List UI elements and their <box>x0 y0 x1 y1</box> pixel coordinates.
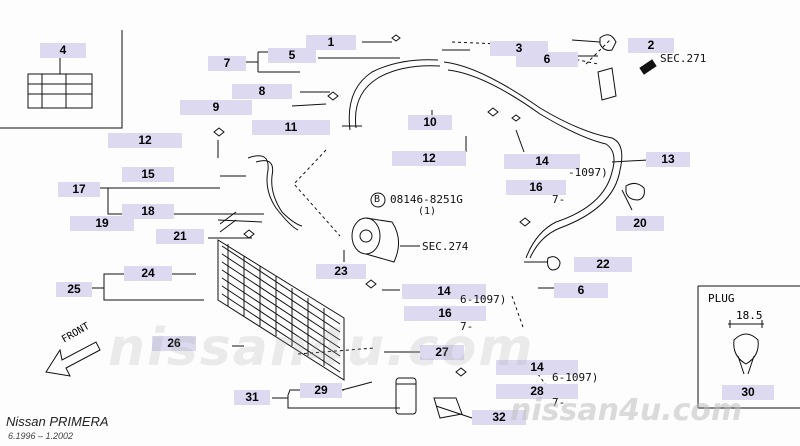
model-name: Nissan PRIMERA <box>6 414 109 429</box>
date-range-b-start: 7- <box>460 320 474 333</box>
callout-13[interactable]: 13 <box>646 152 690 167</box>
liquid-pipe <box>219 211 237 233</box>
front-arrow <box>45 341 101 377</box>
date-range-a-end: -1097) <box>568 166 608 179</box>
compressor <box>351 217 399 263</box>
callout-1[interactable]: 1 <box>306 35 356 50</box>
callout-10[interactable]: 10 <box>408 115 452 130</box>
plug-inset <box>697 285 800 409</box>
callout-28[interactable]: 28 <box>496 384 578 399</box>
condenser <box>217 239 345 381</box>
callout-4[interactable]: 4 <box>40 43 86 58</box>
callout-14-mid[interactable]: 14 <box>402 284 486 299</box>
pipe-assembly <box>443 61 623 259</box>
clip-part-22 <box>547 256 561 271</box>
sec271-arrow <box>639 59 657 75</box>
watermark-bottom-right: nissan4u.com <box>510 393 743 428</box>
sec271-ref: SEC.271 <box>660 52 707 65</box>
callout-18[interactable]: 18 <box>122 204 174 219</box>
date-range-b-end: 6-1097) <box>460 293 507 306</box>
plug-dimension: 18.5 <box>736 309 763 322</box>
callout-32[interactable]: 32 <box>472 410 526 425</box>
high-pressure-hose <box>247 155 303 231</box>
callout-9[interactable]: 9 <box>180 100 252 115</box>
callout-16-top[interactable]: 16 <box>506 180 566 195</box>
leader-lines <box>180 39 649 419</box>
callout-22[interactable]: 22 <box>574 257 632 272</box>
callout-21[interactable]: 21 <box>156 229 204 244</box>
callout-20[interactable]: 20 <box>616 216 664 231</box>
receiver-drier <box>395 377 417 415</box>
callout-26[interactable]: 26 <box>152 336 196 351</box>
callout-14-top[interactable]: 14 <box>504 154 580 169</box>
callout-2[interactable]: 2 <box>628 38 674 53</box>
callout-30[interactable]: 30 <box>722 385 774 400</box>
bolt-letter: B <box>374 194 381 205</box>
callout-29[interactable]: 29 <box>300 383 342 398</box>
plug-title: PLUG <box>708 292 735 305</box>
callout-15[interactable]: 15 <box>122 167 174 182</box>
bolt-quantity: (1) <box>418 206 437 217</box>
callout-27[interactable]: 27 <box>420 345 464 360</box>
bolt-symbol-circle <box>370 192 386 208</box>
label-plate <box>27 56 93 109</box>
callout-6-top[interactable]: 6 <box>516 52 578 67</box>
date-range-c-end: 6-1097) <box>552 371 599 384</box>
callout-14-bottom[interactable]: 14 <box>496 360 578 375</box>
callout-31[interactable]: 31 <box>234 390 270 405</box>
bolt-part-number: 08146-8251G <box>390 193 463 206</box>
drier-bracket <box>433 397 463 419</box>
callout-25[interactable]: 25 <box>56 282 92 297</box>
fasteners <box>213 34 531 377</box>
clip-part-2 <box>597 34 617 101</box>
watermark-center: nissan4u.com <box>108 318 535 378</box>
callout-5[interactable]: 5 <box>268 48 316 63</box>
callout-24[interactable]: 24 <box>124 266 172 281</box>
callout-7[interactable]: 7 <box>208 56 246 71</box>
callout-12-left[interactable]: 12 <box>108 133 182 148</box>
model-years: 6.1996 – 1.2002 <box>8 431 74 441</box>
callout-17[interactable]: 17 <box>58 182 100 197</box>
callout-8[interactable]: 8 <box>232 84 292 99</box>
callout-16-mid[interactable]: 16 <box>404 306 486 321</box>
callout-6-mid[interactable]: 6 <box>554 283 608 298</box>
inset-frame-line <box>0 30 123 129</box>
sec274-ref: SEC.274 <box>422 240 469 253</box>
callout-23[interactable]: 23 <box>316 264 366 279</box>
cap-part-20 <box>625 182 645 201</box>
callout-11[interactable]: 11 <box>252 120 330 135</box>
date-range-c-start: 7- <box>552 396 566 409</box>
callout-19[interactable]: 19 <box>70 216 134 231</box>
date-range-a-start: 7- <box>552 193 566 206</box>
callout-12-center[interactable]: 12 <box>392 151 466 166</box>
suction-hose <box>348 59 441 131</box>
